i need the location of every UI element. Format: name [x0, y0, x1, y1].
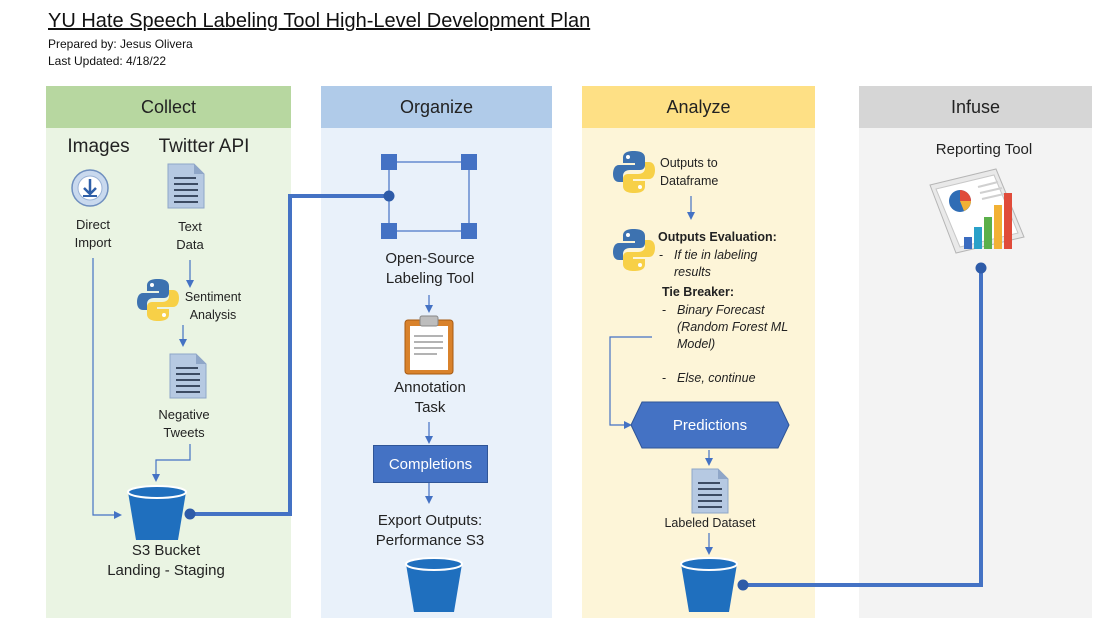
twitter-api-label: Twitter API	[158, 136, 250, 157]
organize-header: Organize	[321, 86, 552, 128]
download-icon	[71, 169, 109, 207]
page-title: YU Hate Speech Labeling Tool High-Level …	[48, 10, 591, 32]
export-outputs-line1: Export Outputs:	[377, 512, 483, 529]
outputs-evaluation-title: Outputs Evaluation:	[658, 230, 777, 244]
arrow-direct-import-to-bucket	[92, 258, 122, 519]
predictions-label: Predictions	[672, 416, 748, 434]
negative-tweets-line1: Negative	[158, 407, 210, 422]
images-label: Images	[67, 136, 130, 157]
eval-dash: -	[659, 248, 664, 262]
prepared-by: Prepared by: Jesus Olivera	[48, 37, 193, 51]
arrow-negative-to-bucket	[152, 444, 191, 482]
tie-breaker-dash-1: -	[662, 303, 667, 317]
document-icon	[167, 163, 205, 209]
text-data-line2: Data	[176, 237, 204, 252]
reporting-tool-label: Reporting Tool	[935, 141, 1033, 158]
export-outputs-line2: Performance S3	[375, 532, 485, 549]
eval-item-line1: If tie in labeling	[674, 248, 758, 262]
labeling-tool-line2: Labeling Tool	[385, 270, 475, 287]
s3-bucket-line2: Landing - Staging	[107, 562, 225, 579]
outputs-df-line1: Outputs to	[660, 156, 718, 170]
outputs-df-line2: Dataframe	[660, 174, 719, 188]
python-icon	[613, 229, 655, 271]
tie-breaker-title: Tie Breaker:	[662, 285, 735, 299]
completions-box: Completions	[373, 445, 488, 483]
flow-bucket-to-organize	[190, 194, 389, 516]
flow-bucket-to-reporting	[743, 268, 983, 587]
arrow-tiebreak-loop	[609, 336, 652, 429]
bucket-icon	[405, 557, 463, 612]
collect-header: Collect	[46, 86, 291, 128]
annotation-line1: Annotation	[394, 379, 466, 396]
eval-item-line2: results	[674, 265, 711, 279]
tie-breaker-item-line3: Model)	[677, 337, 716, 351]
python-icon	[137, 279, 179, 321]
last-updated: Last Updated: 4/18/22	[48, 54, 167, 68]
analyze-header: Analyze	[582, 86, 815, 128]
sentiment-line2: Analysis	[189, 308, 237, 322]
python-icon	[613, 151, 655, 193]
infuse-header: Infuse	[859, 86, 1092, 128]
else-continue-item: Else, continue	[677, 371, 756, 385]
tie-breaker-dash-2: -	[662, 371, 667, 385]
analyze-column	[582, 128, 815, 618]
tie-breaker-item-line2: (Random Forest ML	[677, 320, 789, 334]
direct-import-line2: Import	[74, 235, 112, 250]
negative-tweets-line2: Tweets	[163, 425, 205, 440]
reporting-chart-icon	[929, 168, 1025, 254]
text-data-line1: Text	[178, 219, 202, 234]
labeling-tool-icon	[381, 154, 477, 239]
labeled-dataset-label: Labeled Dataset	[664, 516, 756, 530]
s3-bucket-line1: S3 Bucket	[131, 542, 201, 559]
tie-breaker-item-line1: Binary Forecast	[677, 303, 765, 317]
bucket-icon	[680, 557, 738, 612]
labeling-tool-line1: Open-Source	[385, 250, 475, 267]
bucket-icon	[127, 485, 187, 540]
sentiment-line1: Sentiment	[184, 290, 242, 304]
predictions-shape	[630, 401, 790, 449]
direct-import-line1: Direct	[76, 217, 110, 232]
document-icon	[691, 468, 729, 514]
document-icon	[169, 353, 207, 399]
clipboard-icon	[404, 315, 454, 375]
annotation-line2: Task	[414, 399, 446, 416]
